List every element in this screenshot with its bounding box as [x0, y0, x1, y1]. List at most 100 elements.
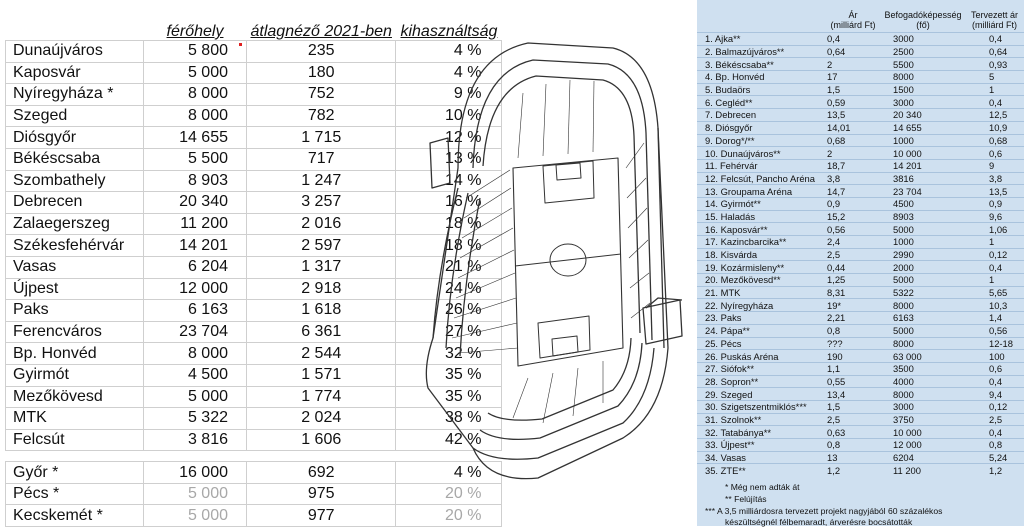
stadium-name: 24. Pápa**	[697, 323, 825, 337]
capacity-cell: 8000	[881, 70, 965, 84]
stadium-name: 2. Balmazújváros**	[697, 44, 825, 58]
city-name: Debrecen	[5, 191, 144, 214]
capacity-cell: 3750	[881, 412, 965, 426]
capacity-cell: 6 204	[143, 255, 247, 279]
capacity-cell: 5322	[881, 285, 965, 299]
capacity-cell: 3816	[881, 171, 965, 185]
city-name: Kaposvár	[5, 61, 144, 85]
city-name: Szeged	[5, 104, 144, 128]
planned-price-cell: 1	[965, 82, 1024, 96]
planned-price-cell: 5	[965, 70, 1024, 84]
city-name: Dunaújváros	[5, 40, 144, 63]
attendance-cell: 2 597	[245, 234, 397, 257]
stadium-name: 15. Haladás	[697, 209, 825, 223]
capacity-cell: 8903	[881, 209, 965, 223]
price-cell: 2	[825, 146, 881, 160]
header-capacity: férőhely	[166, 23, 224, 40]
planned-price-cell: 9	[965, 158, 1024, 173]
planned-price-cell: 5,65	[965, 285, 1024, 299]
planned-price-cell: 0,12	[965, 399, 1024, 414]
price-cell: 14,7	[825, 184, 881, 198]
stadium-name: 1. Ajka**	[697, 32, 825, 46]
utilization-cell: 27 %	[395, 320, 503, 344]
attendance-cell: 692	[245, 461, 397, 484]
utilization-cell: 18 %	[395, 234, 503, 257]
stadium-name: 29. Szeged	[697, 387, 825, 401]
city-name: Székesfehérvár	[5, 234, 144, 257]
capacity-cell: 6204	[881, 450, 965, 464]
capacity-cell: 11 200	[881, 463, 965, 477]
capacity-cell: 14 201	[881, 158, 965, 173]
attendance-cell: 2 544	[245, 342, 397, 365]
city-name: Pécs *	[5, 482, 144, 506]
price-cell: 0,8	[825, 323, 881, 337]
planned-price-cell: 2,5	[965, 412, 1024, 426]
capacity-cell: 5 000	[143, 61, 247, 85]
costs-header-row: Ár (milliárd Ft) Befogadóképesség (fő) T…	[697, 0, 1024, 33]
stadium-name: 14. Gyirmót**	[697, 196, 825, 211]
planned-price-cell: 13,5	[965, 184, 1024, 198]
stadium-name: 28. Sopron**	[697, 374, 825, 388]
price-cell: 1,1	[825, 361, 881, 376]
header-planned-price: Tervezett ár (milliárd Ft)	[970, 10, 1019, 30]
attendance-cell: 1 774	[245, 385, 397, 409]
capacity-cell: 10 000	[881, 146, 965, 160]
stadium-name: 19. Kozármisleny**	[697, 260, 825, 274]
price-cell: 3,8	[825, 171, 881, 185]
planned-price-cell: 9,4	[965, 387, 1024, 401]
city-name: Diósgyőr	[5, 126, 144, 149]
stadium-name: 9. Dorog*/**	[697, 133, 825, 147]
stadium-name: 34. Vasas	[697, 450, 825, 464]
city-name: Kecskemét *	[5, 504, 144, 528]
attendance-cell: 1 715	[245, 126, 397, 149]
price-cell: 8,31	[825, 285, 881, 299]
city-name: Gyirmót	[5, 363, 144, 387]
capacity-cell: 6163	[881, 311, 965, 325]
footnote: készültségnél félbemaradt, árverésre boc…	[725, 517, 913, 528]
city-name: Zalaegerszeg	[5, 212, 144, 236]
planned-price-cell: 0,4	[965, 374, 1024, 388]
capacity-cell: 3 816	[143, 428, 247, 452]
planned-price-cell: 1,06	[965, 222, 1024, 236]
capacity-cell: 5 000	[143, 504, 247, 528]
city-name: Ferencváros	[5, 320, 144, 344]
footnotes: * Még nem adták át ** Felújítás *** A 3,…	[697, 476, 1024, 529]
price-cell: 2,5	[825, 247, 881, 261]
attendance-cell: 2 918	[245, 277, 397, 301]
city-name: Felcsút	[5, 428, 144, 452]
city-name: Újpest	[5, 277, 144, 301]
stadium-name: 5. Budaörs	[697, 82, 825, 96]
utilization-cell: 35 %	[395, 363, 503, 387]
capacity-cell: 3500	[881, 361, 965, 376]
capacity-cell: 5 000	[143, 385, 247, 409]
planned-price-cell: 100	[965, 349, 1024, 363]
stadium-name: 20. Mezőkövesd**	[697, 273, 825, 287]
stadium-name: 23. Paks	[697, 311, 825, 325]
price-cell: 0,9	[825, 196, 881, 211]
utilization-cell: 9 %	[395, 83, 503, 106]
attendance-cell: 975	[245, 482, 397, 506]
planned-price-cell: 0,8	[965, 438, 1024, 452]
stadium-name: 18. Kisvárda	[697, 247, 825, 261]
price-cell: 1,5	[825, 82, 881, 96]
price-cell: 0,59	[825, 95, 881, 109]
capacity-cell: 14 655	[881, 120, 965, 134]
stadium-costs-table-panel: Ár (milliárd Ft) Befogadóképesség (fő) T…	[697, 0, 1024, 529]
attendance-cell: 3 257	[245, 191, 397, 214]
